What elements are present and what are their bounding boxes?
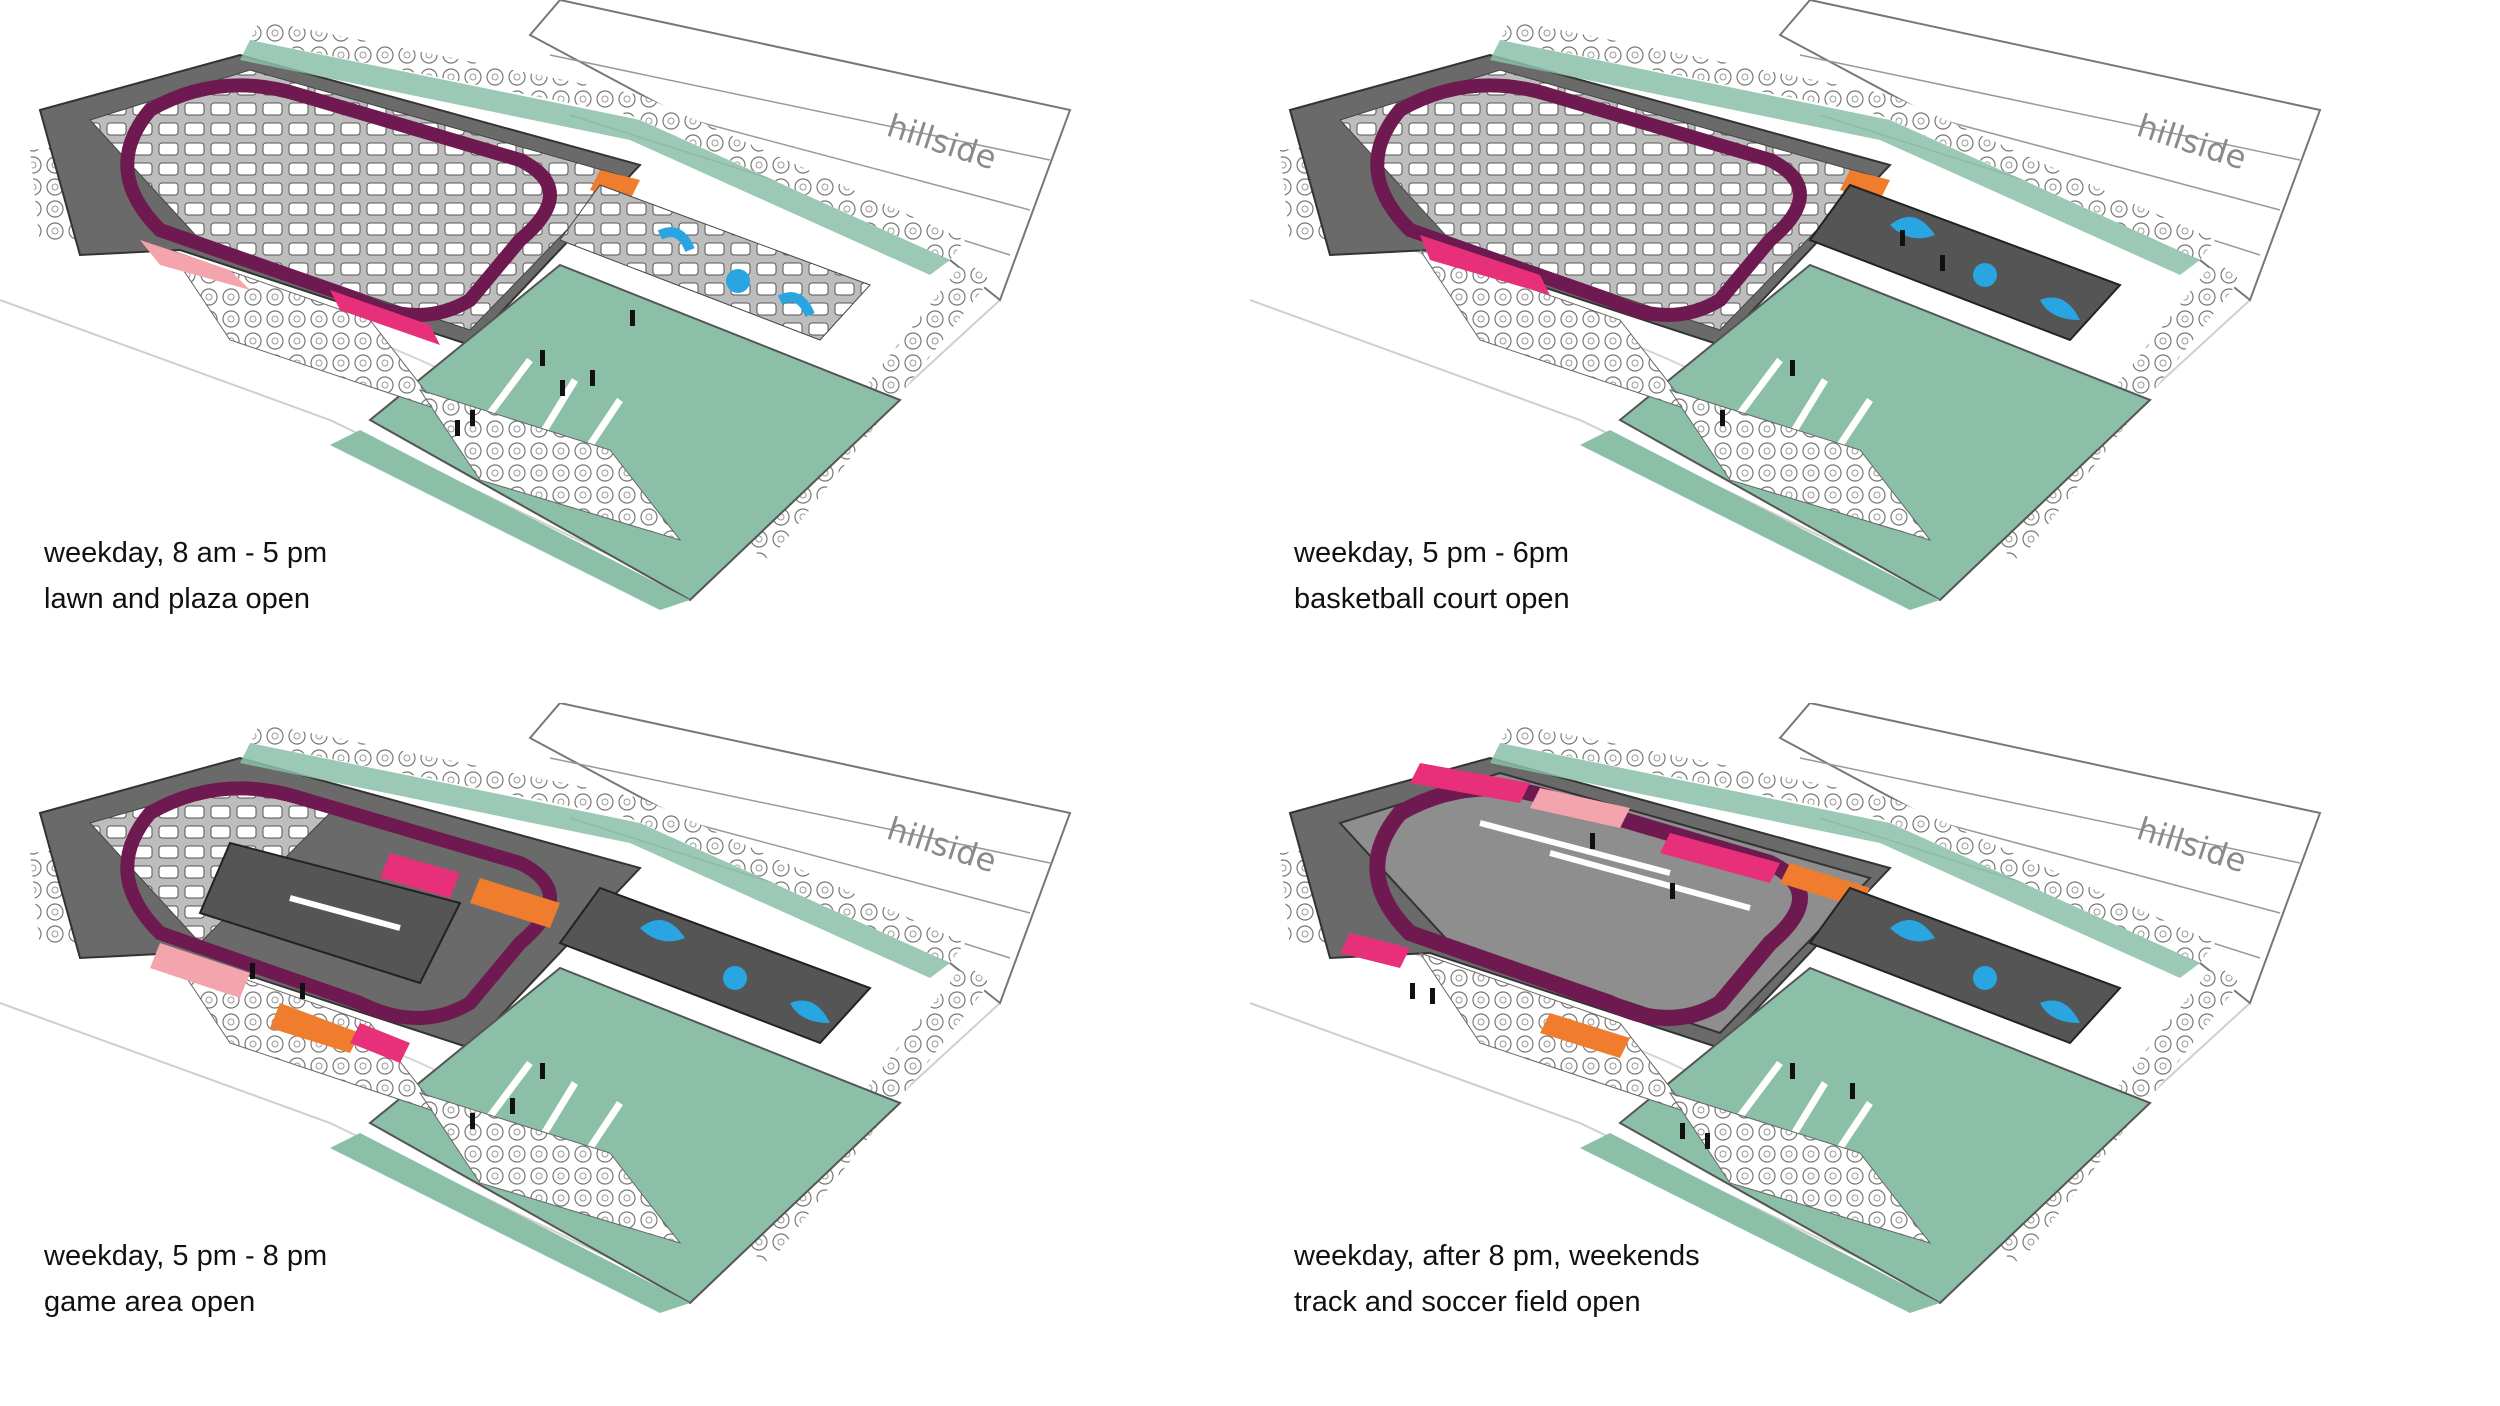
panel-weekday-daytime: hillside weekday, 8 am - 5 pm lawn and p…: [0, 0, 1250, 703]
caption-time: weekday, after 8 pm, weekends: [1294, 1240, 1700, 1272]
caption-time: weekday, 5 pm - 6pm: [1294, 537, 1570, 569]
caption-status: basketball court open: [1294, 583, 1570, 615]
caption-status: lawn and plaza open: [44, 583, 311, 615]
caption: weekday, 8 am - 5 pm lawn and plaza open: [44, 530, 327, 622]
caption-status: game area open: [44, 1286, 256, 1318]
site-axonometric-diagram: hillside: [0, 703, 1250, 1406]
site-axonometric-diagram: hillside: [0, 0, 1250, 703]
caption: weekday, after 8 pm, weekends track and …: [1294, 1233, 1700, 1325]
site-axonometric-diagram: hillside: [1250, 703, 2500, 1406]
panel-games-evening: hillside weekday, 5 pm - 8 pm game area …: [0, 703, 1250, 1406]
caption-status: track and soccer field open: [1294, 1286, 1641, 1318]
caption-time: weekday, 5 pm - 8 pm: [44, 1240, 328, 1272]
site-axonometric-diagram: hillside: [1250, 0, 2500, 703]
caption: weekday, 5 pm - 6pm basketball court ope…: [1294, 530, 1570, 622]
caption-time: weekday, 8 am - 5 pm: [44, 537, 328, 569]
caption: weekday, 5 pm - 8 pm game area open: [44, 1233, 327, 1325]
panel-basketball-evening: hillside weekday, 5 pm - 6pm basketball …: [1250, 0, 2500, 703]
panel-night-weekend: hillside weekday, after 8 pm, weekends t…: [1250, 703, 2500, 1406]
